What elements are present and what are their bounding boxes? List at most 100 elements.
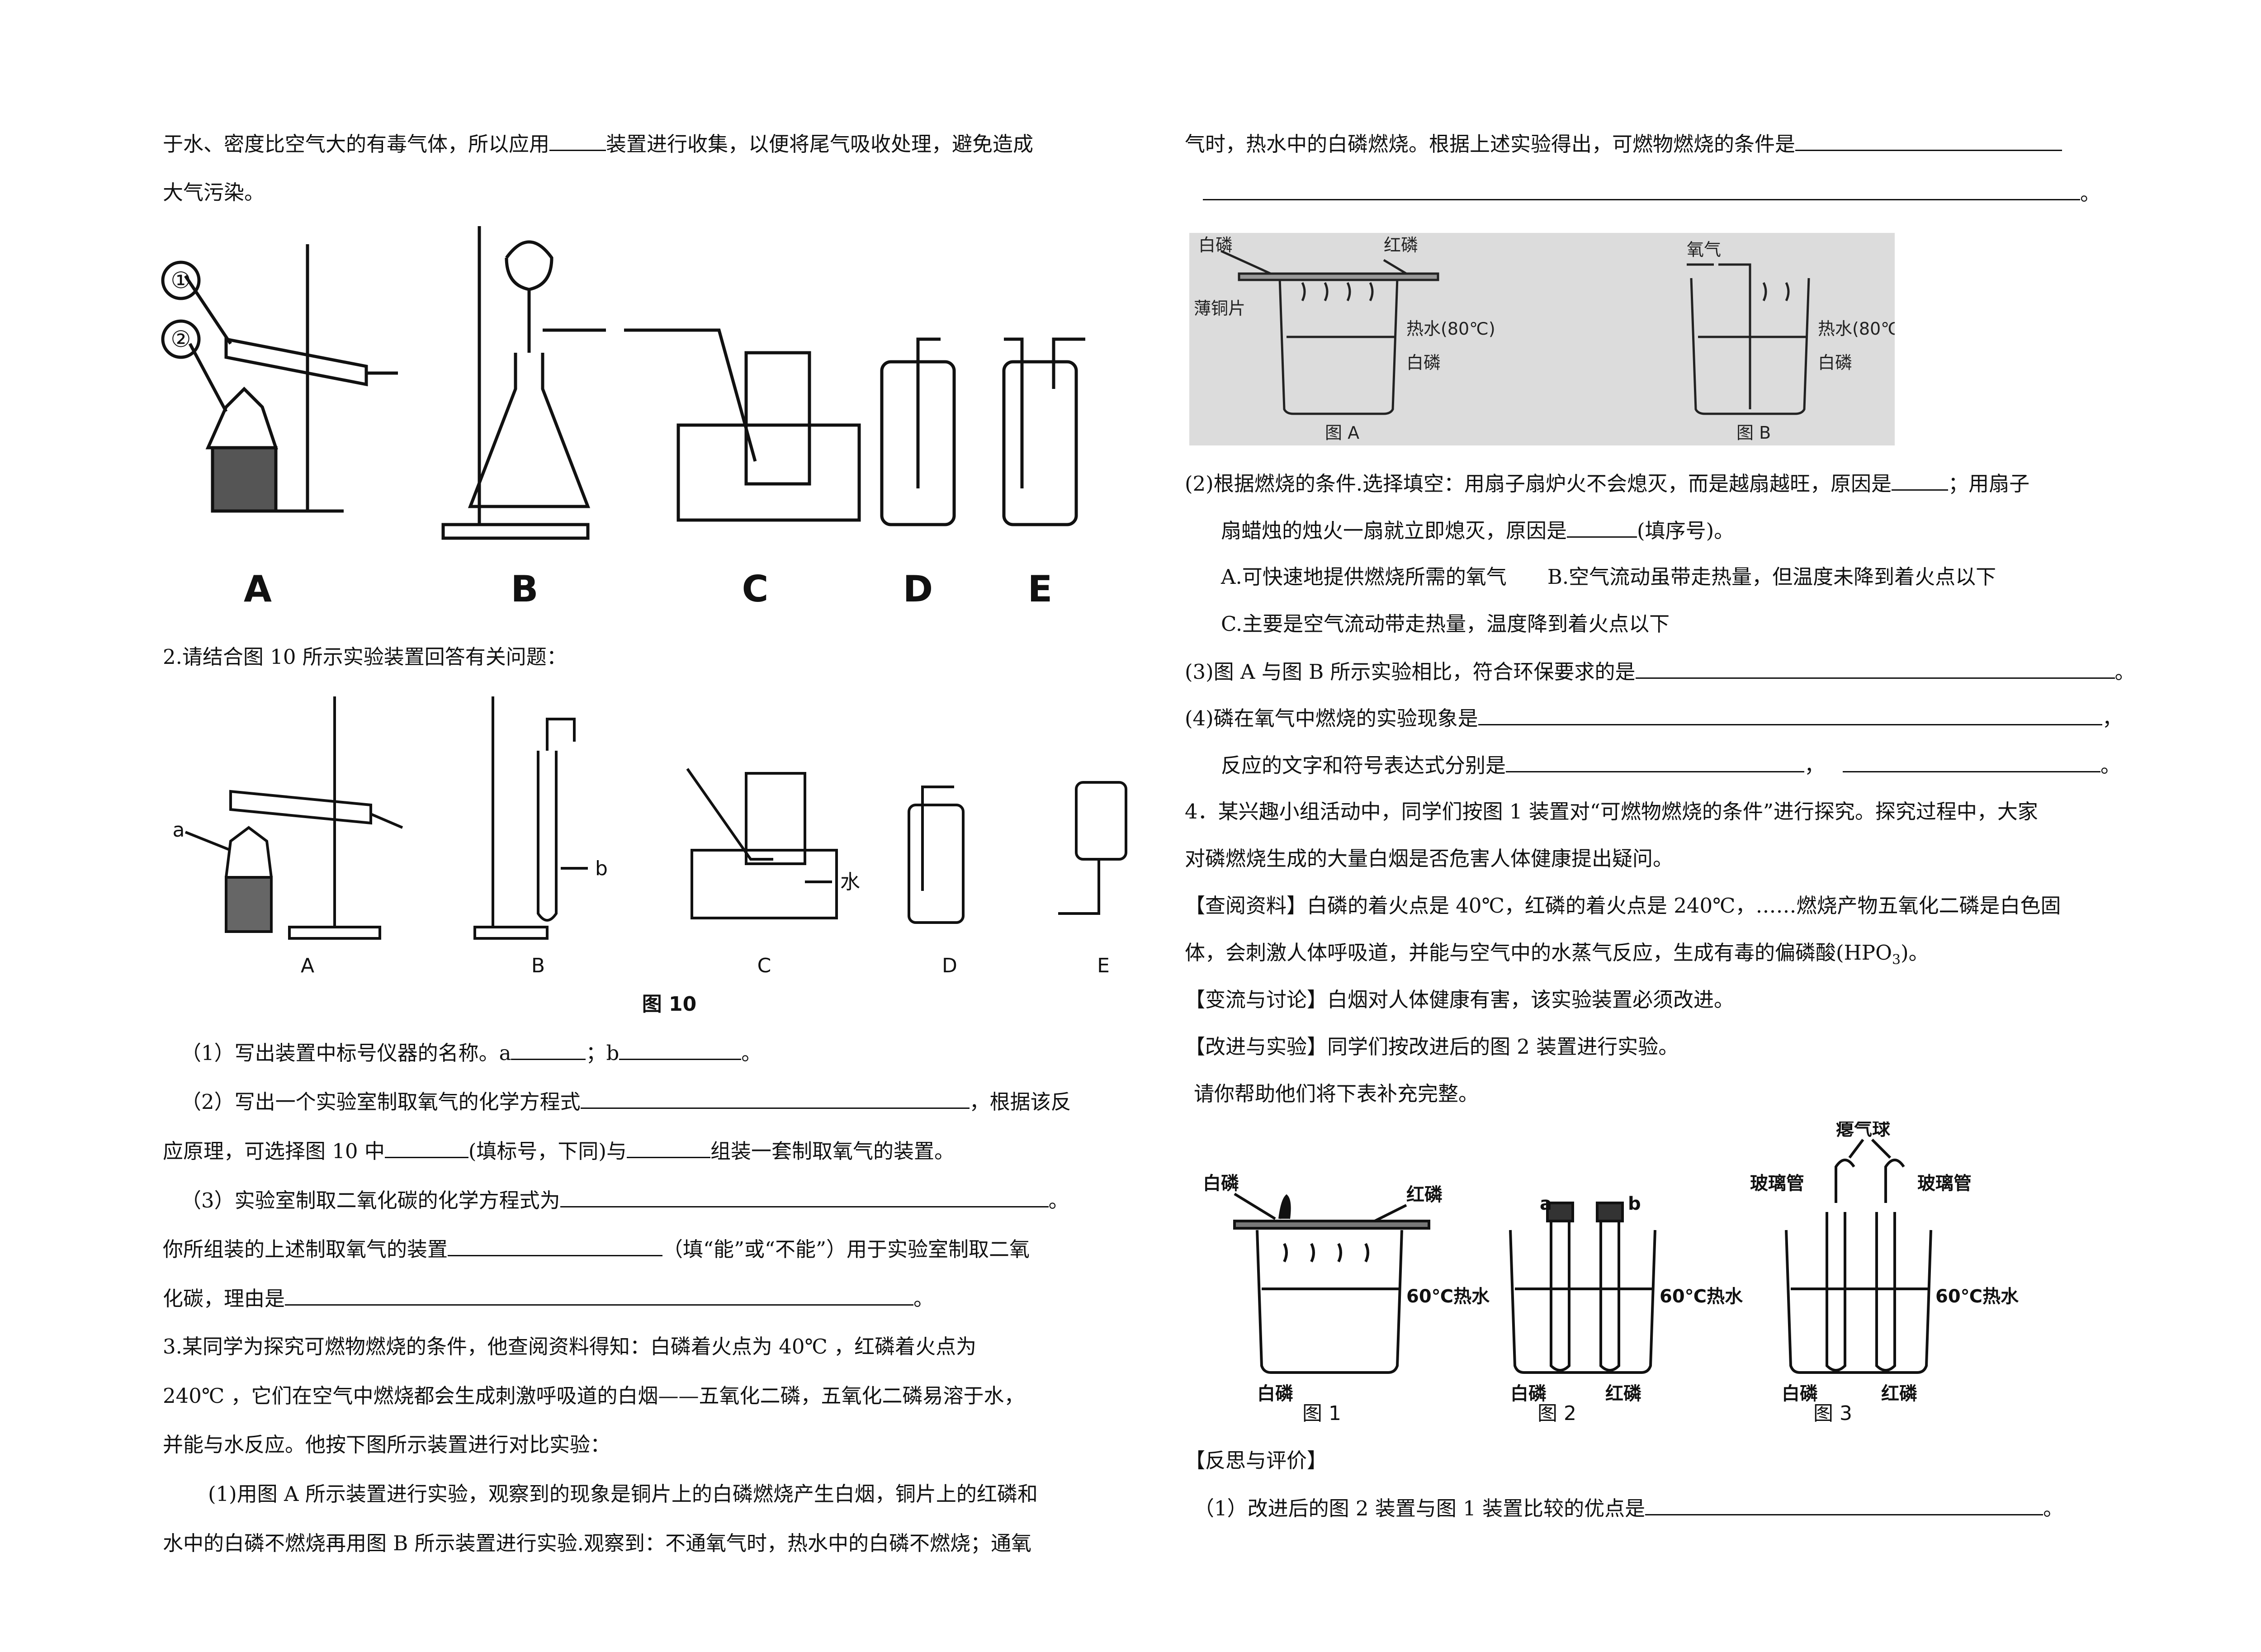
- answer-blank-phenomenon[interactable]: [1478, 704, 2102, 725]
- label-reshui-b: 热水(80℃): [1818, 319, 1895, 339]
- text-segment: (3)图 A 与图 B 所示实验相比，符合环保要求的是: [1185, 660, 1636, 684]
- answer-blank-eco[interactable]: [1635, 658, 2115, 679]
- label-honglin-a: 红磷: [1384, 235, 1418, 255]
- text-segment: (填标号，下同)与: [468, 1139, 627, 1163]
- p2-line2: 扇蜡烛的烛火一扇就立即熄灭，原因是 (填序号)。: [1221, 516, 1734, 544]
- test-tube-2b: [1599, 1212, 1620, 1372]
- caption-b: 图 B: [1736, 423, 1771, 443]
- fig3-label-boliguan-right: 玻璃管: [1917, 1173, 1972, 1194]
- answer-blank-advantage[interactable]: [1645, 1494, 2043, 1515]
- flame-1: [1278, 1194, 1291, 1219]
- figure-ab-background: [1189, 233, 1895, 445]
- text-segment: )。: [1901, 941, 1929, 965]
- pointer-honglin-a: [1383, 259, 1407, 275]
- answer-blank-b[interactable]: [619, 1039, 742, 1060]
- figure-ab: 白磷 红磷 薄铜片 热水(80℃) 白磷 氧气 热水(80℃) 白磷 图 A 图…: [1189, 233, 1895, 445]
- delivery-tube-c: [624, 328, 757, 462]
- fig1-label-bailin: 白磷: [1203, 1173, 1239, 1194]
- answer-blank-device2[interactable]: [627, 1137, 710, 1158]
- fig1-label-honglin: 红磷: [1406, 1184, 1443, 1205]
- fig10-label-C: C: [757, 954, 771, 977]
- answer-blank-fan-reason[interactable]: [1892, 469, 1949, 491]
- water-trough: [676, 423, 861, 522]
- q2-part1: （1）写出装置中标号仪器的名称。a；b。: [181, 1039, 762, 1067]
- oxygen-tube: [1718, 263, 1751, 409]
- steam-a: [1301, 282, 1374, 302]
- q2-part3-line2: 你所组装的上述制取氧气的装置（填“能”或“不能”）用于实验室制取二氧: [163, 1235, 1030, 1263]
- fig10-label-D: D: [942, 954, 957, 977]
- caption-fig2: 图 2: [1537, 1402, 1576, 1425]
- text-segment: ；b: [586, 1041, 620, 1065]
- stopper-2a: [1546, 1202, 1574, 1222]
- fig10-caption: 图 10: [642, 993, 697, 1016]
- glass-tube-3b: [1884, 1159, 1905, 1203]
- fig10-label-A: A: [301, 954, 314, 977]
- q4-line2: 对磷燃烧生成的大量白烟是否危害人体健康提出疑问。: [1185, 847, 1674, 871]
- tube-e-2: [1052, 337, 1085, 389]
- pointer-honglin-1: [1374, 1204, 1407, 1222]
- left-line-1: 于水、密度比空气大的有毒气体，所以应用装置进行收集，以便将尾气吸收处理，避免造成: [163, 130, 1033, 158]
- p4-line2: 反应的文字和符号表达式分别是，。: [1221, 751, 2121, 779]
- label-bailin-a2: 白磷: [1406, 353, 1441, 373]
- stand-base-b: [441, 523, 590, 540]
- label-A: A: [244, 568, 272, 610]
- text-segment: 。: [913, 1287, 934, 1311]
- fig3-label-reshui: 60℃热水: [1935, 1286, 2019, 1307]
- answer-blank[interactable]: [549, 130, 606, 151]
- wood-block: [211, 446, 278, 513]
- text-segment: 。: [2043, 1496, 2064, 1520]
- text-segment: （填“能”或“不能”）用于实验室制取二氧: [662, 1237, 1030, 1261]
- text-segment: 扇蜡烛的烛火一扇就立即熄灭，原因是: [1221, 519, 1567, 543]
- test-tube: [224, 337, 368, 387]
- q3-line3: 并能与水反应。他按下图所示装置进行对比实验：: [163, 1433, 611, 1457]
- reflection-heading: 【反思与评价】: [1185, 1448, 1328, 1472]
- jar-c10: [745, 772, 806, 865]
- circle-mark-1: ①: [171, 267, 191, 293]
- tube-d10: [921, 786, 954, 891]
- glass-tube-3a: [1835, 1159, 1855, 1203]
- answer-blank-symbol-equation[interactable]: [1843, 751, 2101, 772]
- fig2-label-bailin: 白磷: [1510, 1383, 1547, 1404]
- q3-line5: 水中的白磷不燃烧再用图 B 所示装置进行实验.观察到：不通氧气时，热水中的白磷不…: [163, 1531, 1031, 1555]
- answer-blank-device1[interactable]: [384, 1137, 468, 1158]
- text-segment: (4)磷在氧气中燃烧的实验现象是: [1185, 706, 1478, 730]
- text-segment: 体，会刺激人体呼吸道，并能与空气中的水蒸气反应，生成有毒的偏磷酸(HPO: [1185, 941, 1892, 965]
- conical-flask: [468, 353, 591, 508]
- p4-line1: (4)磷在氧气中燃烧的实验现象是 ，: [1185, 704, 2123, 732]
- label-tong: 薄铜片: [1194, 298, 1245, 318]
- option-b: B.空气流动虽带走热量，但温度未降到着火点以下: [1547, 565, 1996, 589]
- label-circle-2: [161, 319, 201, 359]
- label-circle-1: [161, 260, 201, 300]
- answer-blank-co2-equation[interactable]: [560, 1186, 1049, 1207]
- text-segment: (2)根据燃烧的条件.选择填空：用扇子扇炉火不会熄灭，而是越扇越旺，原因是: [1185, 472, 1892, 496]
- text-segment: 应原理，可选择图 10 中: [163, 1139, 385, 1163]
- lamp-a: [225, 826, 273, 878]
- caption-a: 图 A: [1325, 423, 1359, 443]
- answer-blank-word-equation[interactable]: [1506, 751, 1805, 772]
- answer-blank-reason[interactable]: [285, 1284, 914, 1306]
- q2-part2-line2: 应原理，可选择图 10 中(填标号，下同)与组装一套制取氧气的装置。: [163, 1137, 955, 1165]
- beaker-3: [1785, 1230, 1932, 1374]
- answer-blank-condition-1[interactable]: [1795, 130, 2062, 151]
- q4-line6: 【改进与实验】同学们按改进后的图 2 装置进行实验。: [1185, 1035, 1679, 1059]
- bottle-d10: [908, 804, 965, 924]
- fig10-label-B: B: [531, 954, 545, 977]
- answer-blank-a[interactable]: [511, 1039, 586, 1060]
- label-D: D: [903, 568, 933, 610]
- text-segment: (填序号)。: [1637, 519, 1735, 543]
- answer-blank-equation[interactable]: [580, 1088, 970, 1109]
- text-segment: ，: [2102, 706, 2123, 730]
- answer-blank-condition-2[interactable]: [1203, 179, 2080, 200]
- answer-blank-can[interactable]: [448, 1235, 663, 1256]
- fig2-label-b: b: [1628, 1193, 1641, 1214]
- fig1-label-reshui: 60℃热水: [1406, 1286, 1490, 1307]
- q4-line3: 【查阅资料】白磷的着火点是 40℃，红磷的着火点是 240℃，……燃烧产物五氧化…: [1185, 894, 2061, 918]
- fig2-label-reshui: 60℃热水: [1660, 1286, 1743, 1307]
- subscript: 3: [1892, 952, 1901, 968]
- fig3-label-bailin: 白磷: [1782, 1383, 1818, 1404]
- q2-part3-line3: 化碳，理由是。: [163, 1284, 934, 1312]
- beaker-2: [1509, 1230, 1656, 1374]
- label-a: a: [173, 819, 185, 842]
- answer-blank-candle-reason[interactable]: [1567, 516, 1637, 538]
